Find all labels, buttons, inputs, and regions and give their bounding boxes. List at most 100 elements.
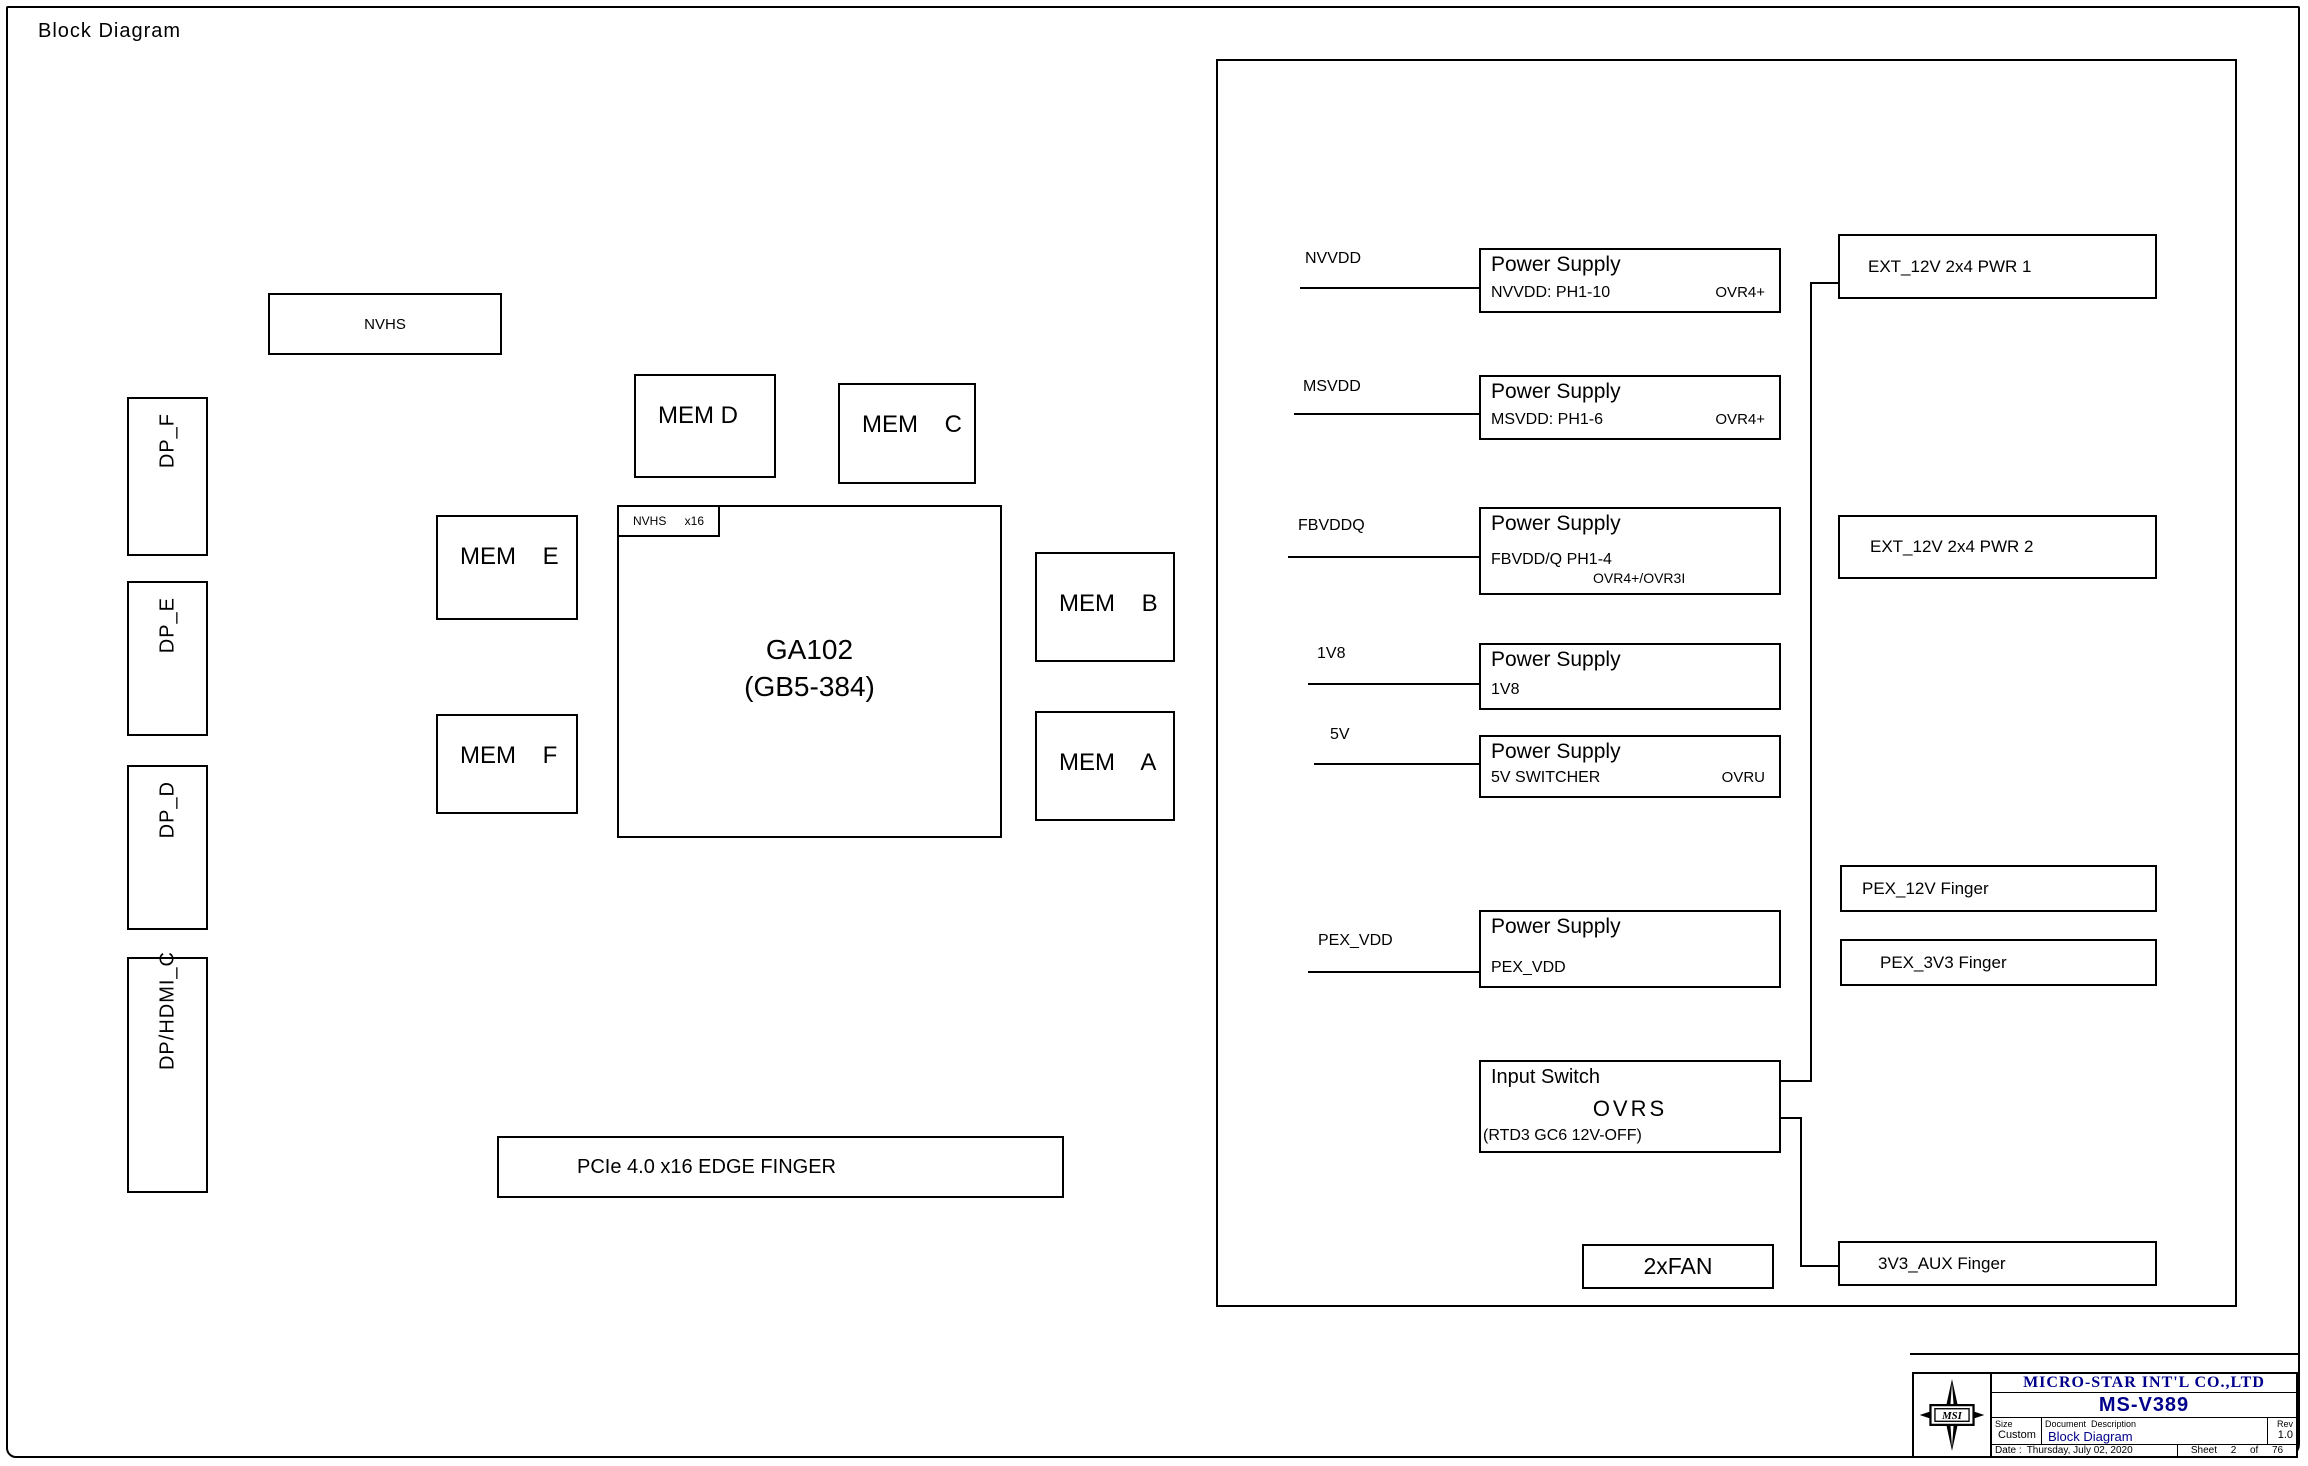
port-label: DP_D — [156, 781, 178, 839]
gpu-name: GA102 — [765, 633, 854, 665]
connector-label: EXT_12V 2x4 PWR 2 — [1870, 537, 2034, 556]
mem-box-b: MEM B — [1035, 552, 1175, 662]
page-title: Block Diagram — [38, 20, 182, 42]
connector-label: PEX_3V3 Finger — [1880, 952, 2007, 972]
power-supply-title: Power Supply — [1491, 512, 1621, 535]
wire-msvdd — [1294, 413, 1479, 415]
connector-label: EXT_12V 2x4 PWR 1 — [1868, 256, 2032, 276]
net-label-fbvddq: FBVDDQ — [1298, 517, 1365, 534]
power-supply-title: Power Supply — [1491, 380, 1621, 403]
title-block-bottom-row: Date : Thursday, July 02, 2020 Sheet 2 o… — [1992, 1445, 2296, 1456]
date-cell: Date : Thursday, July 02, 2020 — [1992, 1445, 2178, 1456]
fan-label: 2xFAN — [1643, 1253, 1713, 1279]
connector-pex-12v-finger: PEX_12V Finger — [1840, 865, 2157, 912]
document-value: Block Diagram — [2048, 1429, 2133, 1444]
mem-box-f: MEM F — [436, 714, 578, 814]
mem-box-e: MEM E — [436, 515, 578, 620]
wire-12v-to-input-switch — [1781, 1080, 1812, 1082]
document-label: Document Description — [2045, 1419, 2137, 1429]
gpu-corner-lanes: x16 — [684, 514, 704, 528]
port-box-dp-d: DP_D — [127, 765, 208, 930]
nvhs-connector-box: NVHS — [268, 293, 502, 355]
power-supply-detail: FBVDD/Q PH1-4 — [1491, 551, 1612, 568]
wire-fbvddq — [1288, 556, 1479, 558]
pcie-edge-finger-box: PCIe 4.0 x16 EDGE FINGER — [497, 1136, 1064, 1198]
sheet-cell: Sheet 2 of 76 — [2178, 1445, 2296, 1456]
power-supply-detail: PEX_VDD — [1491, 959, 1566, 976]
connector-ext-12v-pwr1: EXT_12V 2x4 PWR 1 — [1838, 234, 2157, 299]
port-box-dp-e: DP_E — [127, 581, 208, 736]
power-supply-detail: 5V SWITCHER — [1491, 769, 1601, 786]
msi-logo-icon: MSI — [1919, 1379, 1985, 1451]
mem-label: MEM E — [460, 543, 559, 570]
power-supply-title: Power Supply — [1491, 740, 1621, 763]
gpu-label: GA102 (GB5-384) — [619, 631, 1000, 707]
title-block-fields: MICRO-STAR INT'L CO.,LTD MS-V389 Size Cu… — [1992, 1374, 2296, 1456]
input-switch-title: Input Switch — [1491, 1066, 1600, 1088]
pcie-label: PCIe 4.0 x16 EDGE FINGER — [577, 1155, 836, 1178]
connector-3v3-aux-finger: 3V3_AUX Finger — [1838, 1241, 2157, 1286]
power-supply-controller: OVR4+/OVR3I — [1593, 570, 1686, 586]
wire-12v-to-ext-pwr1 — [1810, 282, 1838, 284]
page-border — [6, 6, 2300, 1458]
document-cell: Document Description Block Diagram — [2042, 1418, 2268, 1444]
power-supply-fbvddq: Power Supply FBVDD/Q PH1-4 OVR4+/OVR3I — [1479, 507, 1781, 595]
port-label: DP_E — [156, 597, 178, 654]
wire-pex-vdd — [1308, 971, 1479, 973]
title-block-info-row: Size Custom Document Description Block D… — [1992, 1418, 2296, 1445]
rev-cell: Rev 1.0 — [2268, 1418, 2296, 1444]
input-switch-device: OVRS — [1592, 1096, 1668, 1121]
power-supply-1v8: Power Supply 1V8 — [1479, 643, 1781, 710]
msi-logo-cell: MSI — [1914, 1374, 1992, 1456]
power-supply-controller: OVR4+ — [1715, 284, 1765, 301]
input-switch-box: Input Switch OVRS (RTD3 GC6 12V-OFF) — [1479, 1060, 1781, 1153]
size-cell: Size Custom — [1992, 1418, 2042, 1444]
power-supply-msvdd: Power Supply MSVDD: PH1-6 OVR4+ — [1479, 375, 1781, 440]
gpu-box: GA102 (GB5-384) — [617, 505, 1002, 838]
sheet-label: Sheet — [2190, 1445, 2217, 1456]
wire-1v8 — [1308, 683, 1479, 685]
size-value: Custom — [1998, 1429, 2036, 1441]
power-supply-title: Power Supply — [1491, 648, 1621, 671]
port-label: DP_F — [156, 413, 178, 469]
mem-box-c: MEM C — [838, 383, 976, 484]
mem-label: MEM C — [862, 411, 962, 438]
connector-label: 3V3_AUX Finger — [1878, 1253, 2006, 1273]
net-label-msvdd: MSVDD — [1303, 378, 1361, 395]
wire-12v-trunk-vertical — [1810, 282, 1812, 1082]
gpu-package: (GB5-384) — [744, 671, 875, 703]
gpu-nvhs-corner-box: NVHS x16 — [617, 505, 720, 537]
connector-ext-12v-pwr2: EXT_12V 2x4 PWR 2 — [1838, 515, 2157, 579]
fan-box: 2xFAN — [1582, 1244, 1774, 1289]
wire-nvvdd — [1300, 287, 1479, 289]
date-label: Date : — [1995, 1445, 2022, 1456]
wire-switch-out-vertical — [1800, 1117, 1802, 1267]
input-switch-note: (RTD3 GC6 12V-OFF) — [1483, 1127, 1642, 1144]
port-box-dp-hdmi-c: DP/HDMI_C — [127, 951, 208, 1193]
rev-label: Rev — [2276, 1419, 2293, 1429]
power-supply-detail: NVVDD: PH1-10 — [1491, 284, 1611, 301]
power-supply-controller: OVRU — [1721, 769, 1765, 786]
mem-label: MEM B — [1059, 590, 1158, 617]
mem-label: MEM F — [460, 742, 558, 769]
sheet-total: 76 — [2272, 1445, 2284, 1456]
mem-box-a: MEM A — [1035, 711, 1175, 821]
date-value: Thursday, July 02, 2020 — [2026, 1445, 2133, 1456]
sheet-number: 2 — [2230, 1445, 2237, 1456]
connector-pex-3v3-finger: PEX_3V3 Finger — [1840, 939, 2157, 986]
wire-switch-out-h1 — [1781, 1117, 1802, 1119]
sheet-of-label: of — [2249, 1445, 2259, 1456]
power-supply-controller: OVR4+ — [1715, 411, 1765, 428]
power-supply-title: Power Supply — [1491, 253, 1621, 276]
title-block-top-frame-line — [1910, 1353, 2300, 1355]
wire-5v — [1314, 763, 1479, 765]
mem-label: MEM D — [658, 402, 738, 429]
power-supply-nvvdd: Power Supply NVVDD: PH1-10 OVR4+ — [1479, 248, 1781, 313]
wire-switch-to-3v3-aux — [1800, 1265, 1838, 1267]
net-label-nvvdd: NVVDD — [1305, 250, 1362, 267]
connector-label: PEX_12V Finger — [1862, 878, 1989, 898]
net-label-1v8: 1V8 — [1317, 645, 1346, 662]
net-label-5v: 5V — [1330, 726, 1350, 743]
power-supply-detail: MSVDD: PH1-6 — [1491, 411, 1604, 428]
